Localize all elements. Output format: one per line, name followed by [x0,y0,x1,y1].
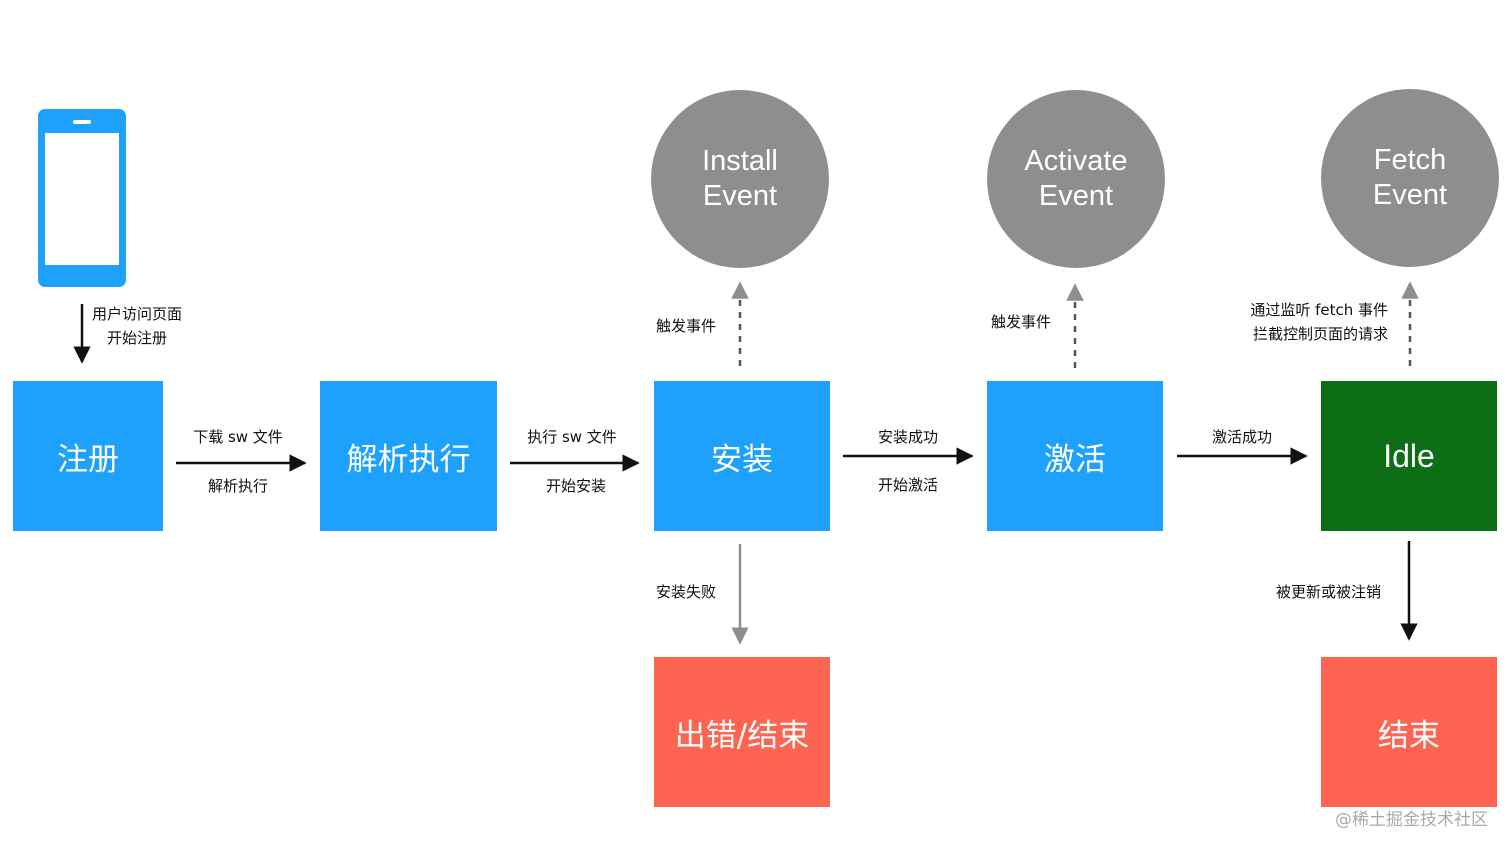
smartphone-icon [38,109,126,287]
fetch-label-line2: 拦截控制页面的请求 [1252,325,1388,343]
trigger-activate-label: 触发事件 [991,313,1052,331]
activate-event-line1: Activate [1024,144,1128,177]
fetch-label-line1: 通过监听 fetch 事件 [1250,301,1388,319]
install-fail-label: 安装失败 [656,583,717,601]
watermark: @稀土掘金技术社区 [1335,810,1488,830]
fetch-event-line1: Fetch [1373,143,1447,176]
updated-label: 被更新或被注销 [1276,583,1382,601]
install-node: 安装 [654,381,830,531]
parse-node: 解析执行 [320,381,497,531]
visit-label: 用户访问页面 开始注册 [92,302,182,350]
activate-ok-label: 激活成功 [1211,428,1272,446]
activate-event-line2: Event [1038,180,1114,212]
register-node: 注册 [13,381,163,531]
install-event-circle: Install Event [651,90,829,268]
fetch-intercept-label: 通过监听 fetch 事件 拦截控制页面的请求 [1226,298,1388,346]
error-end-node: 出错/结束 [654,657,830,807]
install-event-line1: Install [702,144,778,177]
fetch-event-line2: Event [1372,179,1448,211]
install-event-line2: Event [702,180,778,212]
trigger-install-label: 触发事件 [656,317,717,335]
download-label-bottom: 解析执行 [207,477,268,495]
install-ok-label-bottom: 开始激活 [877,476,938,494]
visit-label-line1: 用户访问页面 [92,305,183,323]
fetch-event-circle: Fetch Event [1321,89,1499,267]
exec-label-top: 执行 sw 文件 [527,428,617,446]
idle-node: Idle [1321,381,1497,531]
exec-label-bottom: 开始安装 [545,477,606,495]
activate-event-circle: Activate Event [987,90,1165,268]
visit-label-line2: 开始注册 [107,329,168,347]
download-label-top: 下载 sw 文件 [193,428,283,446]
install-ok-label-top: 安装成功 [877,428,938,446]
activate-node: 激活 [987,381,1163,531]
end-node: 结束 [1321,657,1497,807]
